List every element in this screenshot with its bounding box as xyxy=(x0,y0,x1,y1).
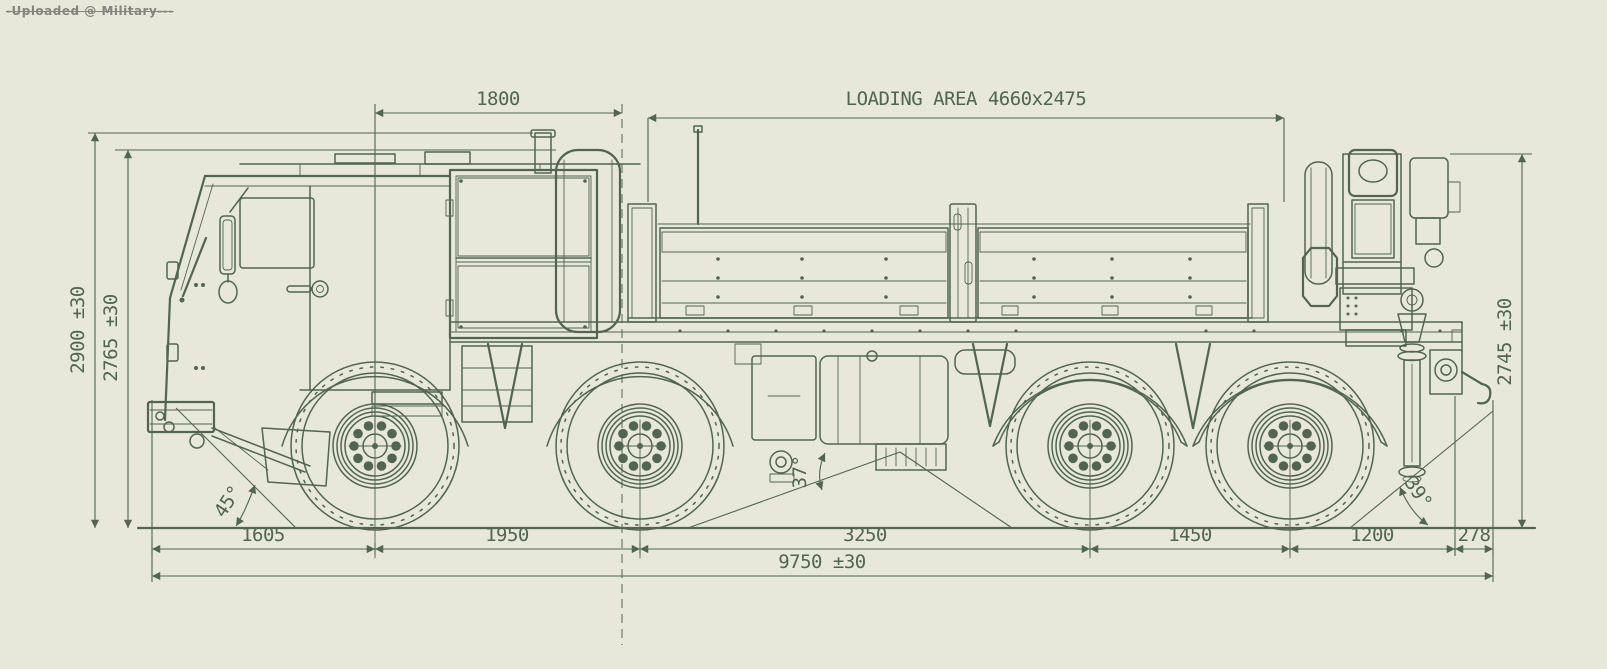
approach-angle: 45° xyxy=(175,407,297,529)
stowage-box xyxy=(445,168,599,423)
crane xyxy=(1301,148,1492,483)
height-body-label: 2765 ±30 xyxy=(100,294,122,382)
watermark: -Uploaded @ Military--- xyxy=(6,4,174,18)
cargo-bed xyxy=(627,125,1269,323)
seg-rear-overhang-label: 278 xyxy=(1458,524,1491,546)
dimension-annotations: 1800 LOADING AREA 4660x2475 2900 ±30 276… xyxy=(67,88,1532,645)
under-chassis-equipment xyxy=(751,349,1016,483)
total-length-label: 9750 ±30 xyxy=(778,551,866,573)
loading-area-label: LOADING AREA 4660x2475 xyxy=(846,88,1087,110)
angle-ramp-label: 37° xyxy=(789,456,811,489)
height-rear-label: 2745 ±30 xyxy=(1494,298,1516,386)
angle-departure-label: 39° xyxy=(1400,473,1437,513)
seg-front-overhang-label: 1605 xyxy=(241,524,285,546)
seg-axle3-4-label: 1450 xyxy=(1168,524,1212,546)
bottom-dimension-row: 1605 1950 3250 1450 1200 278 xyxy=(151,524,1494,555)
chassis-frame xyxy=(449,317,1463,430)
truck-drawing xyxy=(136,125,1537,559)
seg-rear-label: 1200 xyxy=(1350,524,1394,546)
spare-wheel xyxy=(554,148,622,334)
seg-axle1-2-label: 1950 xyxy=(485,524,529,546)
height-overall-label: 2900 ±30 xyxy=(67,286,89,374)
angle-approach-label: 45° xyxy=(210,482,246,522)
dim-top-width-label: 1800 xyxy=(476,88,520,110)
ramp-angle: 37° xyxy=(687,451,1013,529)
seg-axle2-3-label: 3250 xyxy=(843,524,887,546)
